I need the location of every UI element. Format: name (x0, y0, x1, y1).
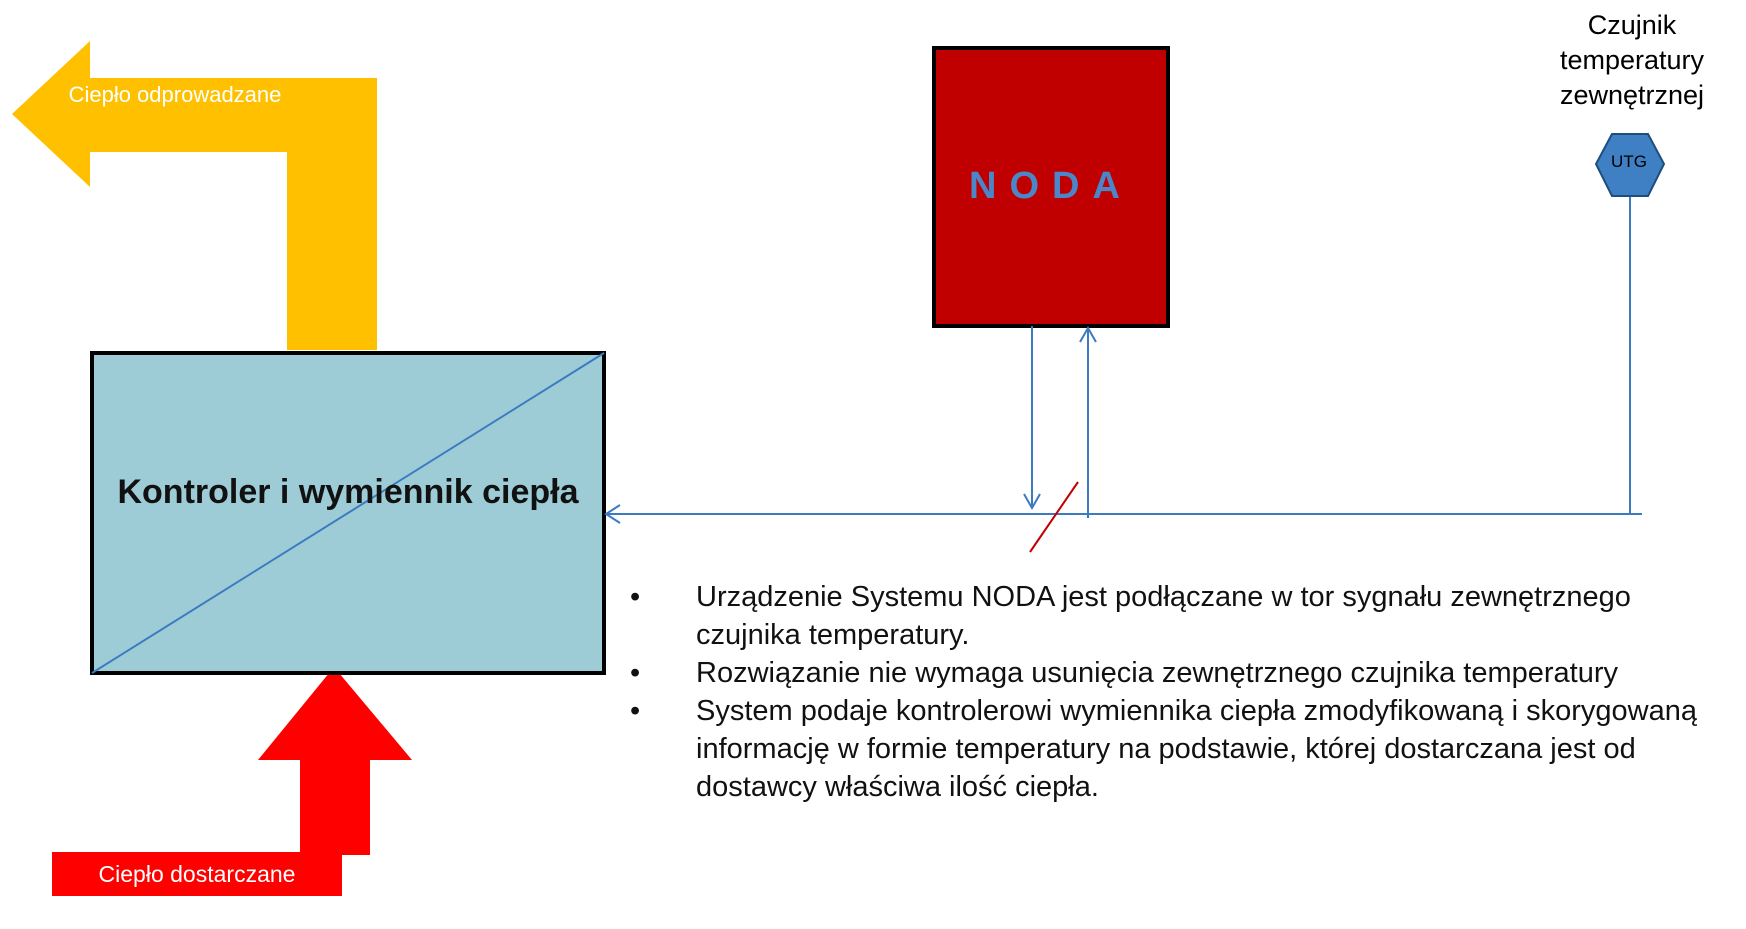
bullet-dot: • (630, 581, 641, 613)
signal-arrowhead-left (604, 504, 621, 524)
bullet-dot: • (630, 695, 641, 727)
heat-out-arrow (12, 41, 377, 350)
noda-label: NODA (969, 165, 1133, 207)
bullet-item: • Rozwiązanie nie wymaga usunięcia zewnę… (630, 654, 1730, 692)
bullet-item: • Urządzenie Systemu NODA jest podłączan… (630, 578, 1730, 654)
signal-cut-mark (1029, 481, 1079, 553)
noda-box (932, 46, 1170, 328)
noda-output-arrowhead (1023, 493, 1041, 511)
heat-in-arrow (258, 667, 412, 855)
sensor-hexagon (1594, 133, 1666, 197)
controller-diagonal (91, 352, 605, 674)
sensor-tag: UTG (1611, 152, 1647, 171)
bullet-item: • System podaje kontrolerowi wymiennika … (630, 692, 1730, 806)
bullet-list: • Urządzenie Systemu NODA jest podłączan… (630, 578, 1730, 806)
bullet-dot: • (630, 657, 641, 689)
controller-label: Kontroler i wymiennik ciepła (117, 473, 579, 511)
noda-input-arrowhead (1079, 325, 1097, 343)
heat-in-label: Ciepło dostarczane (98, 861, 296, 887)
bullet-text: Urządzenie Systemu NODA jest podłączane … (696, 581, 1631, 651)
heat-out-label: Ciepło odprowadzane (68, 82, 282, 107)
bullet-text: System podaje kontrolerowi wymiennika ci… (696, 695, 1697, 803)
bullet-text: Rozwiązanie nie wymaga usunięcia zewnętr… (696, 657, 1619, 689)
sensor-label: Czujnik temperatury zewnętrznej (1559, 10, 1705, 110)
heat-in-label-box (52, 852, 342, 896)
